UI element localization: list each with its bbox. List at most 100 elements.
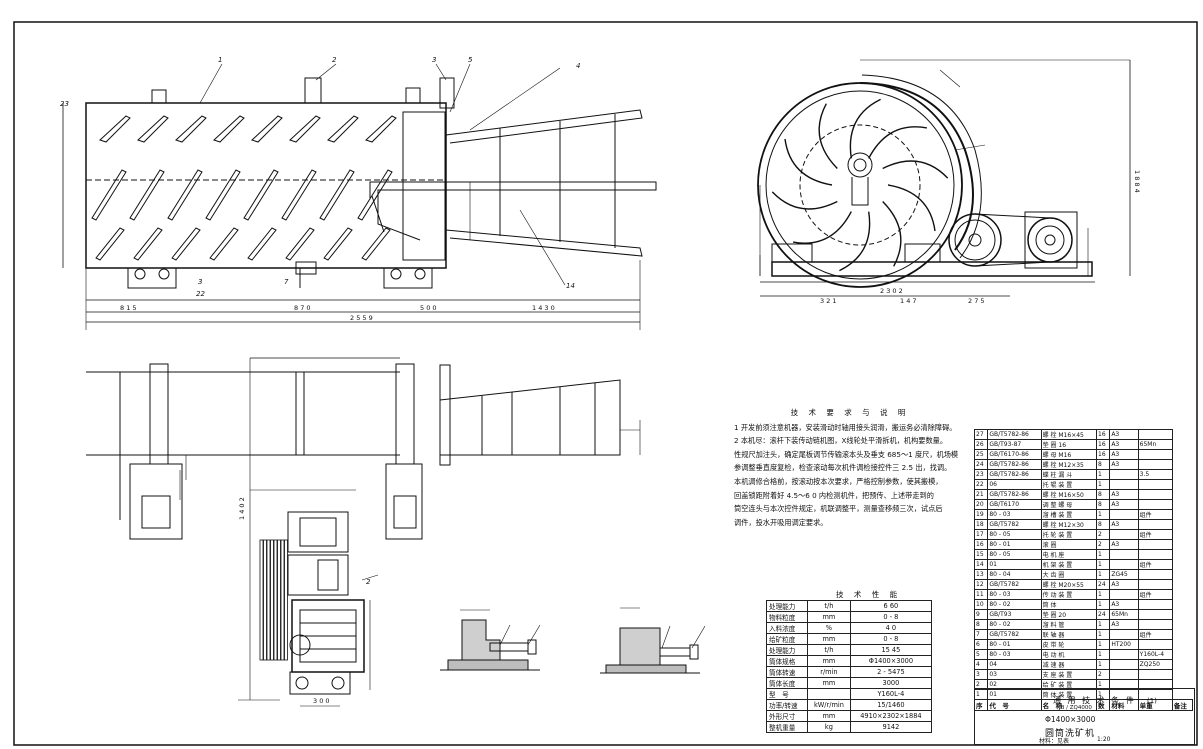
bom-cell: 溜 料 管 xyxy=(1040,619,1098,630)
bom-cell xyxy=(1109,509,1139,520)
bom-cell: 4 xyxy=(973,659,989,670)
callout-7: 7 xyxy=(284,278,289,286)
callout-1: 1 xyxy=(218,56,222,64)
bom-cell: 06 xyxy=(987,479,1042,490)
callout-5: 5 xyxy=(468,56,473,64)
lifter-blade xyxy=(209,227,239,261)
bom-cell: ZG45 xyxy=(1109,569,1139,580)
bom-cell: 18 xyxy=(973,519,989,530)
belt-pulley-groove xyxy=(277,539,281,661)
spec-cell: 15/1460 xyxy=(849,699,933,711)
tech-note-line: 参调整垂直度复检，检查滚动每次机件调检接控件三 2.5 出，找调。 xyxy=(734,463,952,473)
bom-cell: 电 机 座 xyxy=(1040,549,1098,560)
bom-cell: 8 xyxy=(973,619,989,630)
drum-vane xyxy=(792,211,852,244)
spec-cell: % xyxy=(807,622,851,634)
bom-cell: 80 - 03 xyxy=(987,649,1042,660)
bom-cell xyxy=(1137,579,1173,590)
bom-cell xyxy=(1109,659,1139,670)
bom-cell: 80 - 02 xyxy=(987,599,1042,610)
bom-cell: 3 xyxy=(973,669,989,680)
bom-cell: GB/T93-87 xyxy=(987,439,1042,450)
title-block-spec: Φ1400×3000 xyxy=(1045,715,1096,724)
bom-cell: A3 xyxy=(1109,489,1139,500)
dim-right-part: 1 4 3 0 xyxy=(532,304,555,312)
spec-cell: 筒体转速 xyxy=(765,666,809,678)
bom-cell xyxy=(1109,469,1139,480)
bom-cell: 16 xyxy=(973,539,989,550)
bom-cell: A3 xyxy=(1109,579,1139,590)
bom-cell: 垫 圈 20 xyxy=(1040,609,1098,620)
bom-cell: 24 xyxy=(1096,579,1111,590)
bom-header-row: 序代 号名 称数材料单重备注 xyxy=(973,699,1194,711)
bom-cell: 螺 栓 M20×55 xyxy=(1040,579,1098,590)
bom-cell xyxy=(1137,549,1173,560)
callout-2b: 2 xyxy=(366,578,371,586)
bom-cell: 17 xyxy=(973,529,989,540)
spec-cell: mm xyxy=(807,677,851,689)
bom-cell: Y160L-4 xyxy=(1137,649,1173,660)
spec-cell: 外形尺寸 xyxy=(765,710,809,722)
dim-mid-length: 8 7 0 xyxy=(294,304,311,312)
bom-cell: 8 xyxy=(1096,519,1111,530)
bom-cell: A3 xyxy=(1109,619,1139,630)
bom-cell: 传 动 装 置 xyxy=(1040,589,1098,600)
bom-cell: 电 动 机 xyxy=(1040,649,1098,660)
bom-cell xyxy=(1137,609,1173,620)
bom-cell: 20 xyxy=(973,499,989,510)
lifter-blade xyxy=(243,169,279,221)
lifter-blade xyxy=(319,169,355,221)
bom-cell: 03 xyxy=(987,669,1042,680)
tech-note-line: 回盖锁距附着好 4.5～6 0 内检测机件，把预传、上述带走到的 xyxy=(734,490,934,500)
bom-cell: 组件 xyxy=(1137,589,1173,600)
bom-cell: 支 座 装 置 xyxy=(1040,669,1098,680)
title-block: 通 用 技 术 条 件 JB / ZQ4000 Φ1400×3000 圆筒洗矿机… xyxy=(974,688,1195,745)
bom-cell: GB/T5782 xyxy=(987,519,1042,530)
lifter-blade xyxy=(175,115,207,143)
plan-view xyxy=(86,357,641,701)
bom-cell: 01 xyxy=(987,559,1042,570)
spec-cell: 3000 xyxy=(849,677,933,689)
dim-gap: 5 0 0 xyxy=(420,304,437,312)
lifter-blade xyxy=(365,115,397,143)
bom-cell xyxy=(1137,569,1173,580)
bom-cell: 2 xyxy=(1096,669,1111,680)
bom-cell: 80 - 03 xyxy=(987,589,1042,600)
bom-cell xyxy=(1109,559,1139,570)
bom-cell: 1 xyxy=(1096,649,1111,660)
spec-cell: mm xyxy=(807,633,851,645)
bom-cell: 螺 栓 M16×50 xyxy=(1040,489,1098,500)
spec-cell: 物料粒度 xyxy=(765,611,809,623)
bom-cell: 减 速 器 xyxy=(1040,659,1098,670)
bom-cell: 13 xyxy=(973,569,989,580)
bom-cell: 24 xyxy=(973,459,989,470)
technical-notes-title: 技 术 要 求 与 说 明 xyxy=(790,408,910,417)
spec-row: 入料浓度%4 0 xyxy=(765,622,933,634)
bom-cell: 1 xyxy=(1096,479,1111,490)
callout-3b: 3 xyxy=(198,278,202,286)
spec-cell: mm xyxy=(807,655,851,667)
bom-cell: 80 - 01 xyxy=(987,539,1042,550)
spec-cell: 处理能力 xyxy=(765,600,809,612)
lifter-blade xyxy=(95,227,125,261)
spec-cell: 0 - 8 xyxy=(849,633,933,645)
bom-cell: A3 xyxy=(1109,599,1139,610)
lifter-blade xyxy=(99,115,131,143)
bom-cell: 螺 母 M16 xyxy=(1040,449,1098,460)
bom-cell: A3 xyxy=(1109,449,1139,460)
drum-vane xyxy=(771,191,838,210)
bom-cell: 垫 圈 16 xyxy=(1040,439,1098,450)
bom-cell: 1 xyxy=(1096,659,1111,670)
spec-cell: 4910×2302×1884 xyxy=(849,710,933,722)
belt-pulley-groove xyxy=(280,539,285,661)
dim-end-view-width: 2 3 0 2 xyxy=(880,287,903,295)
bom-cell xyxy=(1137,539,1173,550)
spec-cell: t/h xyxy=(807,600,851,612)
